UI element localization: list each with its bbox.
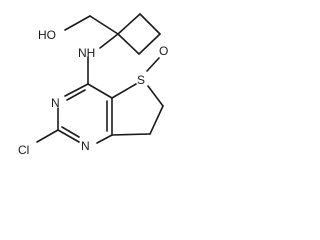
- bonds: [36, 13, 164, 144]
- bond-quat-nh: [99, 33, 119, 49]
- atom-ho: HO: [38, 28, 56, 42]
- bond-c4a-c4: [87, 83, 113, 99]
- atom-s: S: [137, 73, 145, 87]
- bond-c2-cl: [36, 129, 59, 143]
- bond-c4-n3-double: [66, 89, 86, 101]
- bond-s-o: [146, 57, 160, 72]
- structure-diagram: HO NH S O N N Cl: [18, 13, 168, 157]
- atom-n-upper: N: [51, 96, 60, 110]
- bond-n1-c7a: [96, 134, 113, 144]
- atom-n-lower: N: [81, 139, 90, 153]
- bond-s-ch2: [147, 85, 164, 107]
- bond-ch2-ch2: [149, 105, 164, 135]
- bond-cb-2: [139, 13, 161, 35]
- bond-cb-4: [117, 33, 140, 55]
- atom-labels: HO NH S O N N Cl: [18, 28, 168, 157]
- atom-nh: NH: [78, 46, 95, 60]
- bond-ch2-oh: [64, 15, 91, 31]
- bond-c2-n1: [57, 129, 80, 143]
- bond-c4a-s: [111, 83, 137, 99]
- bond-quat-ch2: [89, 15, 119, 35]
- bond-c4-n3: [64, 83, 89, 97]
- bond-c2-n1-double: [61, 126, 80, 138]
- bond-cb-1: [117, 13, 141, 35]
- bond-cb-3: [138, 33, 161, 55]
- atom-cl: Cl: [18, 143, 29, 157]
- atom-o: O: [159, 44, 168, 58]
- bond-ch2-c7a: [111, 133, 151, 136]
